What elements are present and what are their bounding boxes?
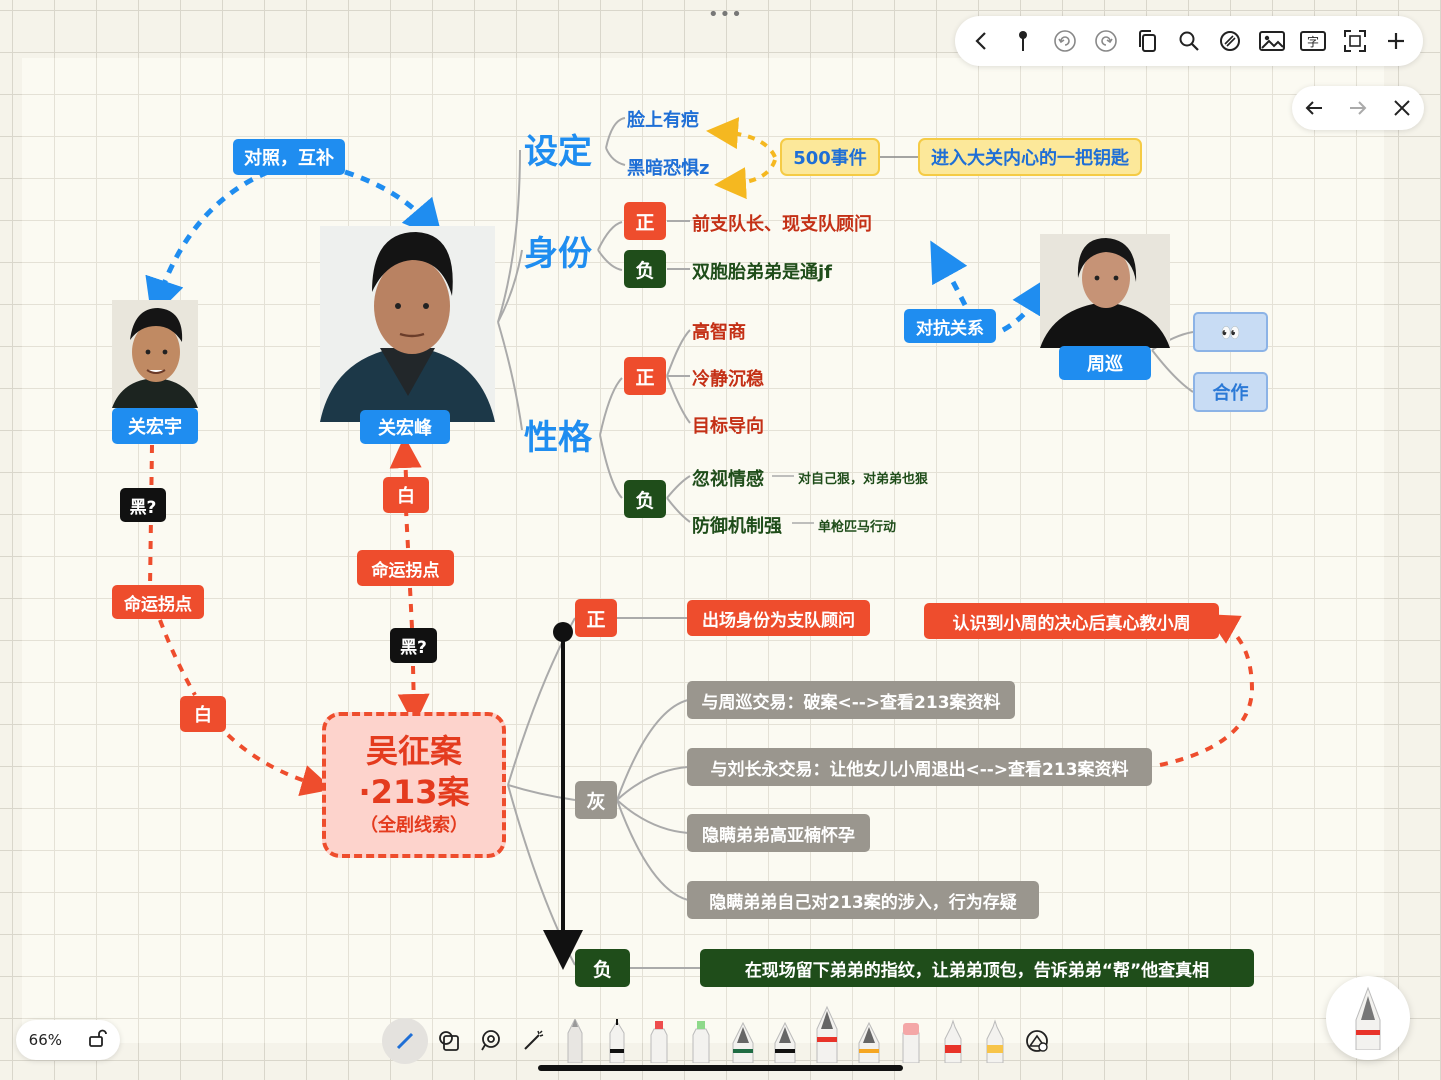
plot-grey-item[interactable]: 隐瞒弟弟高亚楠怀孕: [687, 814, 870, 852]
compare-label[interactable]: 对照，互补: [233, 139, 345, 175]
canvas-page[interactable]: [22, 58, 1384, 1043]
marker-pin-icon[interactable]: [1006, 24, 1040, 58]
trait-item: 目标导向: [692, 416, 764, 437]
fountain-pen-red-icon[interactable]: [806, 1005, 848, 1063]
image-icon[interactable]: [1255, 24, 1289, 58]
case-note: （全剧线索）: [360, 815, 468, 836]
plot-grey-item[interactable]: 与周巡交易：破案<-->查看213案资料: [687, 681, 1015, 719]
fountain-pen-green-icon[interactable]: [722, 1019, 764, 1063]
trait-item: 冷静沉稳: [692, 369, 764, 390]
case-title: 吴征案: [365, 732, 462, 770]
undo-icon[interactable]: [1048, 24, 1082, 58]
active-pen-button[interactable]: [1326, 976, 1410, 1060]
zoom-control: 66%: [16, 1020, 120, 1060]
trait-item: 忽视情感: [692, 469, 764, 490]
guan-hongfeng-photo: [320, 226, 495, 422]
eyes-tag[interactable]: 👀: [1193, 312, 1268, 352]
screenshot-icon[interactable]: [1338, 24, 1372, 58]
back-icon[interactable]: [965, 24, 999, 58]
positive-tag[interactable]: 正: [575, 599, 617, 637]
white-tag[interactable]: 白: [180, 696, 226, 732]
shapes-icon[interactable]: [428, 1029, 470, 1053]
lasso-icon[interactable]: [1213, 24, 1247, 58]
svg-text:字: 字: [1307, 34, 1319, 49]
key-tag[interactable]: 进入大关内心的一把钥匙: [918, 138, 1142, 176]
top-toolbar: 字: [955, 16, 1423, 66]
plot-grey-item[interactable]: 与刘长永交易：让他女儿小周退出<-->查看213案资料: [687, 748, 1152, 786]
turning-point-tag[interactable]: 命运拐点: [112, 585, 204, 619]
plot-negative-text[interactable]: 在现场留下弟弟的指纹，让弟弟顶包，告诉弟弟“帮”他查真相: [700, 949, 1254, 987]
text-box-icon[interactable]: 字: [1296, 24, 1330, 58]
setting-item: 黑暗恐惧z: [627, 158, 710, 179]
trait-note: 单枪匹马行动: [818, 520, 897, 535]
pen-tool-icon[interactable]: [382, 1018, 428, 1064]
identity-negative-text: 双胞胎弟弟是通jf: [692, 262, 833, 283]
zoom-level[interactable]: 66%: [28, 1031, 62, 1049]
arrow-right-icon[interactable]: [1341, 91, 1375, 125]
case-node[interactable]: 吴征案 ·213案 （全剧线索）: [322, 712, 506, 858]
trait-note: 对自己狠，对弟弟也狠: [798, 472, 929, 487]
plot-grey-item[interactable]: 隐瞒弟弟自己对213案的涉入，行为存疑: [687, 881, 1039, 919]
more-dots-icon[interactable]: •••: [708, 4, 743, 25]
turning-point-tag[interactable]: 命运拐点: [357, 550, 454, 586]
eraser-icon[interactable]: [890, 1019, 932, 1063]
home-indicator: [538, 1065, 903, 1071]
color-picker-icon[interactable]: [1016, 1028, 1058, 1054]
zhou-xun-photo: [1040, 234, 1170, 348]
black-question-tag[interactable]: 黑?: [390, 628, 437, 663]
trait-item: 高智商: [692, 322, 746, 343]
personality-heading: 性格: [524, 418, 592, 458]
fine-pen-icon[interactable]: [596, 1019, 638, 1063]
lock-icon[interactable]: [87, 1028, 108, 1052]
identity-positive-text: 前支队长、现支队顾问: [692, 214, 872, 235]
marker-yellow-icon[interactable]: [974, 1019, 1016, 1063]
setting-item: 脸上有疤: [627, 110, 699, 131]
pencil-icon[interactable]: [554, 1019, 596, 1063]
redo-icon[interactable]: [1089, 24, 1123, 58]
add-icon[interactable]: [1379, 24, 1413, 58]
close-icon[interactable]: [1385, 91, 1419, 125]
guan-hongyu-label[interactable]: 关宏宇: [112, 408, 198, 444]
white-tag[interactable]: 白: [383, 477, 429, 513]
page-nav: [1292, 86, 1424, 130]
guan-hongfeng-label[interactable]: 关宏峰: [360, 410, 450, 444]
arrow-left-icon[interactable]: [1297, 91, 1331, 125]
positive-tag[interactable]: 正: [624, 202, 666, 240]
lasso-select-icon[interactable]: [470, 1029, 512, 1053]
rival-relation-tag[interactable]: 对抗关系: [904, 309, 996, 343]
negative-tag[interactable]: 负: [575, 949, 630, 987]
plot-positive-note[interactable]: 认识到小周的决心后真心教小周: [924, 603, 1219, 639]
laser-icon[interactable]: [512, 1029, 554, 1053]
plot-positive-text[interactable]: 出场身份为支队顾问: [687, 600, 870, 636]
highlighter-green-icon[interactable]: [680, 1019, 722, 1063]
fountain-pen-black-icon[interactable]: [764, 1019, 806, 1063]
marker-red-icon[interactable]: [932, 1019, 974, 1063]
copy-icon[interactable]: [1131, 24, 1165, 58]
search-icon[interactable]: [1172, 24, 1206, 58]
identity-heading: 身份: [524, 234, 592, 274]
case-number: ·213案: [358, 773, 470, 811]
drawing-toolbar: [380, 1005, 1060, 1072]
black-question-tag[interactable]: 黑?: [120, 488, 166, 522]
negative-tag[interactable]: 负: [624, 480, 666, 518]
grey-tag[interactable]: 灰: [575, 781, 617, 819]
zhou-xun-label[interactable]: 周巡: [1059, 346, 1151, 380]
negative-tag[interactable]: 负: [624, 250, 666, 288]
cooperation-tag[interactable]: 合作: [1193, 372, 1268, 412]
setting-heading: 设定: [524, 132, 592, 172]
trait-item: 防御机制强: [692, 516, 782, 537]
guan-hongyu-photo: [112, 300, 198, 408]
fountain-pen-orange-icon[interactable]: [848, 1019, 890, 1063]
positive-tag[interactable]: 正: [624, 357, 666, 395]
event-500-tag[interactable]: 500事件: [780, 138, 880, 176]
highlighter-red-icon[interactable]: [638, 1019, 680, 1063]
